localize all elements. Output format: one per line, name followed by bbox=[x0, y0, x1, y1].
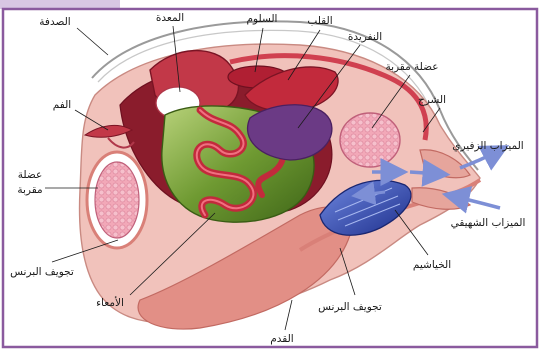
label-incurrent-siphon: الميزاب الشهيقي bbox=[451, 217, 526, 229]
label-mantle-cavity-left: تجويف البرنس bbox=[10, 266, 74, 278]
label-heart: القلب bbox=[307, 15, 332, 27]
label-intestine: الأمعاء bbox=[96, 296, 124, 309]
label-style-sac: السلوم bbox=[247, 13, 278, 25]
label-excurrent-siphon: الميزاب الزفيري bbox=[452, 140, 523, 152]
label-adductor-muscle-left-1: عضلة bbox=[18, 169, 42, 181]
label-mantle-cavity-bottom: تجويف البرنس bbox=[318, 301, 382, 313]
label-adductor-muscle-right: عضلة مقربة bbox=[385, 61, 438, 73]
posterior-adductor-muscle bbox=[340, 113, 400, 167]
label-gills: الخياشيم bbox=[413, 259, 451, 271]
water-flow-arrow bbox=[410, 172, 440, 174]
label-foot: القدم bbox=[270, 333, 293, 345]
label-adductor-muscle-left-2: مقربة bbox=[17, 184, 42, 196]
label-mouth: الفم bbox=[53, 99, 71, 111]
label-shell: الصدفة bbox=[39, 16, 70, 28]
header-tab bbox=[0, 0, 120, 9]
label-kidney: النفريدة bbox=[348, 31, 382, 43]
label-anus: الشرج bbox=[418, 94, 446, 106]
label-stomach: المعدة bbox=[156, 12, 184, 24]
anterior-adductor-muscle bbox=[95, 162, 139, 238]
